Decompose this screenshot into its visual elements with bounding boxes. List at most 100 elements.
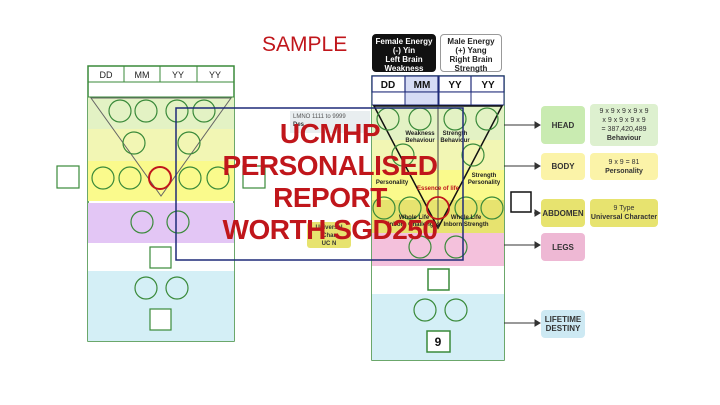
square <box>427 268 450 291</box>
circle <box>134 276 158 300</box>
legs-pill: LEGS <box>541 233 585 261</box>
strength-personality-label: Strength <box>472 173 497 179</box>
lifetime-destiny-pill: LIFETIME DESTINY <box>541 310 585 338</box>
info-line: x 9 x 9 x 9 x 9 <box>602 117 646 124</box>
whole-life-challenges-label: Inborn Challenges <box>388 222 441 228</box>
watermark: UCMHP PERSONALISED REPORT WORTH SGD250 <box>200 118 460 246</box>
lmno-box: LMNO 1111 to 9999 Des <box>290 111 370 133</box>
circle <box>372 196 396 220</box>
universal-char-box: Universal Char UC N <box>307 222 351 248</box>
right-header-row2-highlight <box>404 91 440 106</box>
left-band-abdomen <box>88 203 234 243</box>
circle <box>134 99 158 123</box>
destiny-number: 9 <box>435 335 442 349</box>
abdomen-pill: ABDOMEN <box>541 199 585 227</box>
info-line: Universal Character <box>590 214 658 221</box>
side-square <box>510 191 532 213</box>
square <box>149 308 172 331</box>
circle <box>444 235 468 259</box>
essence-circle <box>426 196 450 220</box>
circle <box>165 99 189 123</box>
circle <box>206 166 230 190</box>
head-info: 9 x 9 x 9 x 9 x 9 x 9 x 9 x 9 x 9 = 387,… <box>590 104 658 146</box>
right-header-mm: MM <box>414 80 431 91</box>
left-band-upper <box>88 129 234 161</box>
arrow-tip <box>534 121 541 129</box>
legend-line: (-) Yin <box>392 46 416 55</box>
left-header-yy: YY <box>172 70 184 80</box>
side-square <box>242 165 266 189</box>
legend-line: (+) Yang <box>455 46 487 55</box>
circle <box>91 166 115 190</box>
universal-line: UC N <box>321 241 337 247</box>
circle <box>177 131 201 155</box>
square <box>149 246 172 269</box>
circle <box>444 298 468 322</box>
circle <box>192 99 216 123</box>
circle <box>118 166 142 190</box>
essence-label: Essence of life <box>417 186 460 192</box>
right-header-dd: DD <box>381 80 395 91</box>
info-line: = 387,420,489 <box>601 126 647 133</box>
circle <box>480 196 504 220</box>
arrow-tip <box>534 162 541 170</box>
left-triangle <box>90 97 232 197</box>
universal-line: Universal <box>315 225 343 231</box>
right-header-yy: YY <box>481 80 495 91</box>
watermark-line: WORTH SGD250 <box>222 214 438 245</box>
left-header-dd: DD <box>100 70 113 80</box>
info-line: 9 x 9 = 81 <box>608 158 640 166</box>
circle <box>165 276 189 300</box>
right-chart: DD MM YY YY Weakness Behaviour Strength … <box>371 75 532 361</box>
circle <box>122 131 146 155</box>
weakness-label: Weakness <box>405 131 435 137</box>
legend-line: Strength <box>454 64 488 73</box>
right-header-yy: YY <box>448 80 462 91</box>
sample-label: SAMPLE <box>262 33 348 56</box>
info-line: 9 Type <box>613 205 635 212</box>
left-chart: DD MM YY YY <box>56 65 266 342</box>
left-header-mm: MM <box>135 70 150 80</box>
circle <box>454 196 478 220</box>
legend-line: Male Energy <box>447 37 495 46</box>
info-line: Behaviour <box>606 135 642 142</box>
circle <box>413 298 437 322</box>
female-energy-legend: Female Energy (-) Yin Left Brain Weaknes… <box>372 34 436 73</box>
watermark-line: REPORT <box>273 182 387 213</box>
male-energy-legend: Male Energy (+) Yang Right Brain Strengt… <box>440 34 502 73</box>
overlay-frame <box>175 107 464 261</box>
body-info: 9 x 9 = 81 Personality <box>590 153 658 180</box>
side-square <box>56 165 80 189</box>
info-line: Personality <box>605 167 643 175</box>
legend-line: Weakness <box>384 64 424 73</box>
watermark-line: PERSONALISED <box>222 150 438 181</box>
circle <box>391 143 415 167</box>
arrow-tip <box>534 209 541 217</box>
head-pill: HEAD <box>541 106 585 144</box>
arrows <box>504 121 541 327</box>
circle <box>398 196 422 220</box>
circle <box>178 166 202 190</box>
legend-line: Left Brain <box>385 55 423 64</box>
whole-life-strength-label: Inborn Strength <box>444 222 489 228</box>
universal-line: Char <box>322 233 336 239</box>
circle <box>461 143 485 167</box>
arrow-tip <box>534 319 541 327</box>
circle <box>108 99 132 123</box>
circle <box>408 235 432 259</box>
left-header-yy: YY <box>209 70 221 80</box>
whole-life-challenges-label: Whole Life <box>399 215 430 221</box>
abdomen-info: 9 Type Universal Character <box>590 199 658 227</box>
legend-line: Female Energy <box>375 37 433 46</box>
weakness-label: Behaviour <box>405 138 435 144</box>
des-label: Des <box>293 122 305 128</box>
strength-label: Strength <box>443 131 468 137</box>
strength-label: Behaviour <box>440 138 470 144</box>
arrow-tip <box>534 241 541 249</box>
destiny-square <box>426 330 451 353</box>
lmno-label: LMNO 1111 to 9999 <box>293 114 346 120</box>
strength-personality-label: Personality <box>468 180 501 186</box>
whole-life-strength-label: Whole Life <box>451 215 482 221</box>
circle <box>130 210 154 234</box>
